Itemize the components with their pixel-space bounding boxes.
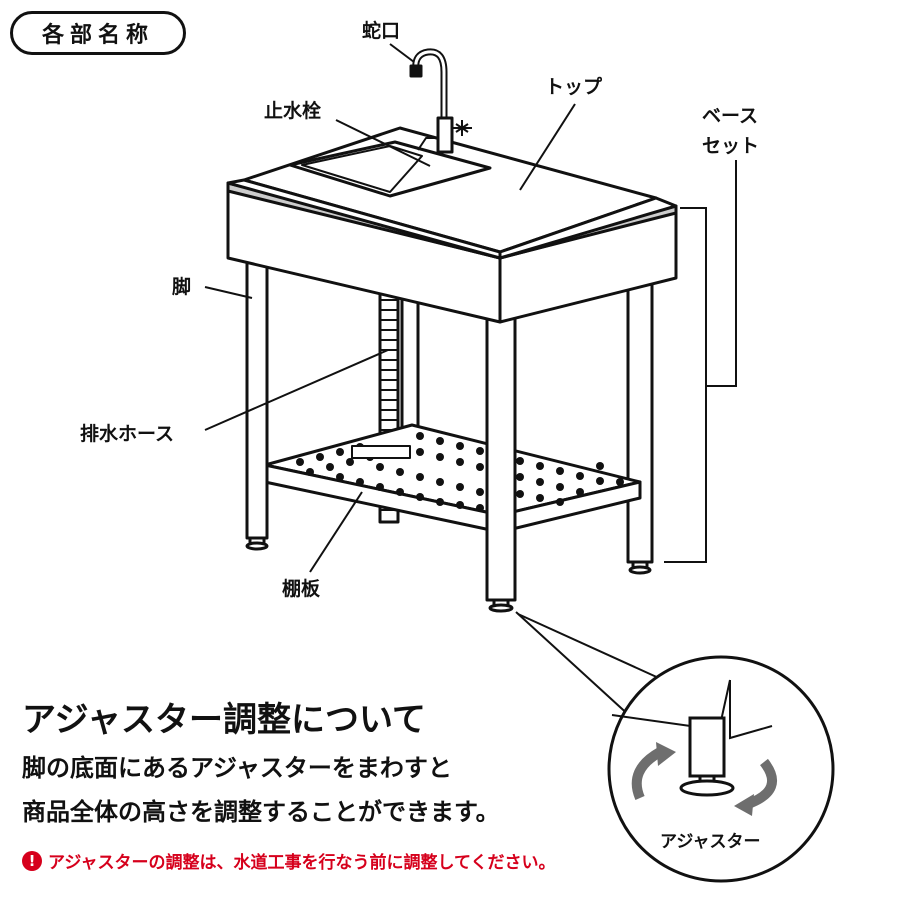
faucet-label: 蛇口 (362, 20, 401, 42)
rotate-arrow-icon (631, 747, 663, 800)
exclamation-circle-icon: ! (22, 850, 42, 871)
faucet (409, 48, 472, 154)
leader-lines (204, 43, 761, 725)
warning-text: アジャスターの調整は、水道工事を行なう前に調整してください。 (48, 853, 556, 873)
back-right-leg (626, 280, 654, 564)
base-set-label-line1: ベース (702, 105, 759, 127)
base-set-label-line2: セット (702, 135, 760, 157)
leg-label: 脚 (172, 276, 192, 298)
adjuster-detail (607, 655, 835, 883)
adjuster-label: アジャスター (660, 832, 761, 852)
adjuster-feet (245, 536, 652, 613)
stopcock-label: 止水栓 (264, 100, 322, 122)
front-right-leg (485, 313, 517, 602)
top-label: トップ (545, 76, 603, 98)
adjuster-description-line2: 商品全体の高さを調整することができます。 (22, 798, 500, 826)
shelf (263, 423, 642, 534)
adjuster-description-line1: 脚の底面にあるアジャスターをまわすと (22, 754, 452, 782)
base-set-label: ベース セット (702, 101, 759, 161)
sink-unit (226, 48, 678, 613)
shelf-label: 棚板 (282, 578, 321, 600)
adjuster-title: アジャスター調整について (22, 700, 426, 740)
rotate-arrow-icon (746, 758, 777, 809)
base-set-bracket (664, 160, 737, 563)
parts-names-badge: 各部名称 (10, 11, 186, 55)
warning-note: ! アジャスターの調整は、水道工事を行なう前に調整してください。 (22, 848, 555, 873)
drain-hose-label: 排水ホース (80, 423, 175, 445)
